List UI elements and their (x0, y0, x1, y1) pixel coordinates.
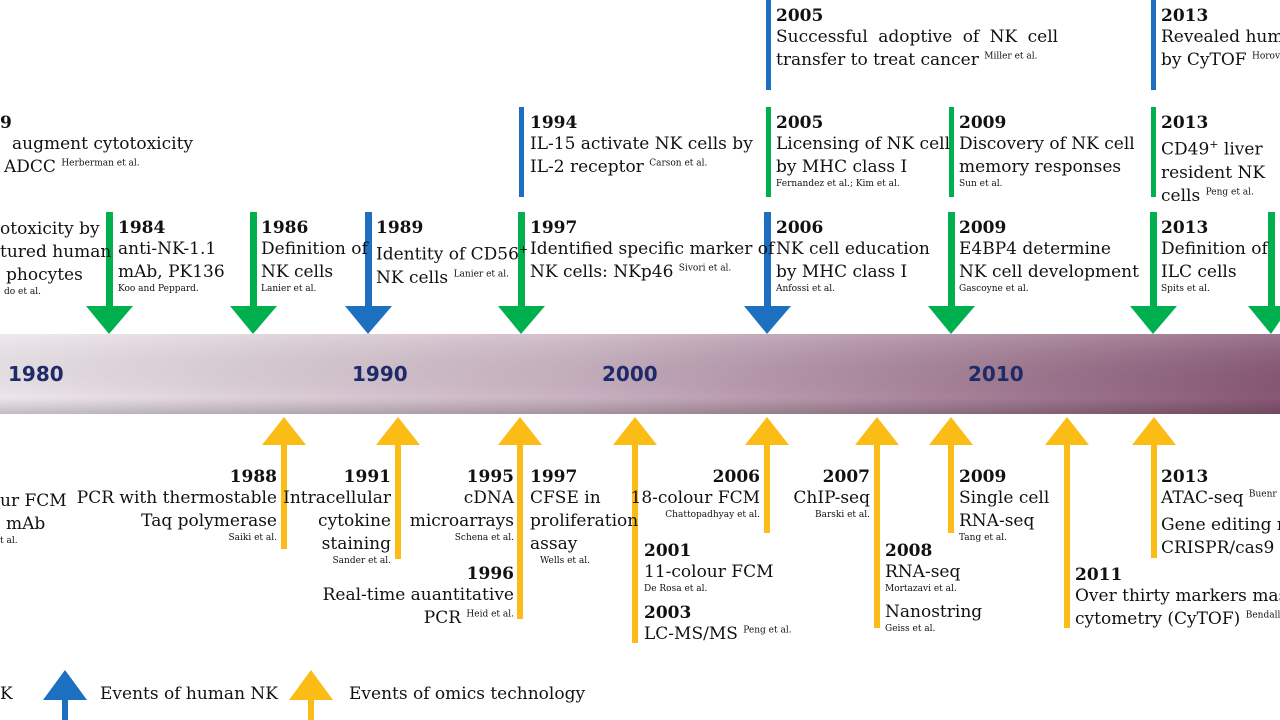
arrow-down-green-icon (1130, 212, 1177, 334)
event-1996-rtpcr: 1996 Real-time auantitative PCR Heid et … (322, 564, 514, 628)
event-cytotoxicity: otoxicity by tured human phocytes do et … (0, 219, 112, 297)
event-2009-e4bp4: 2009 E4BP4 determine NK cell development… (959, 218, 1139, 294)
event-2013-atac: 2013 ATAC-seq Buenr Gene editing m CRISP… (1161, 467, 1280, 558)
arrow-up-gold-icon (1132, 417, 1176, 558)
arrow-down-green-icon (498, 212, 545, 334)
event-2006-education: 2006 NK cell education by MHC class I An… (776, 218, 930, 294)
event-1997-cfse: 1997 CFSE in proliferation assay Wells e… (530, 467, 639, 566)
event-fcm-mab: ur FCM mAb t al. (0, 491, 67, 546)
arrow-up-gold-icon (745, 417, 789, 533)
decade-label-1980: 1980 (8, 362, 64, 386)
event-2005-licensing: 2005 Licensing of NK cell by MHC class I… (776, 113, 951, 189)
arrow-up-gold-icon (498, 417, 542, 619)
arrow-up-gold-icon (855, 417, 899, 628)
event-1986-definition: 1986 Definition of NK cells Lanier et al… (261, 218, 368, 294)
event-1997-nkp46: 1997 Identified specific marker of NK ce… (530, 218, 775, 282)
event-1991-intracellular: 1991 Intracellular cytokine staining San… (283, 467, 391, 566)
decade-label-1990: 1990 (352, 362, 408, 386)
decade-label-2000: 2000 (602, 362, 658, 386)
event-nanostring: Nanostring Geiss et al. (885, 602, 983, 634)
event-2008-rnaseq: 2008 RNA-seq Mortazavi et al. (885, 541, 961, 594)
legend-human-nk: Events of human NK (100, 684, 278, 704)
arrow-down-blue-icon (345, 212, 392, 334)
arrow-up-gold-icon (1045, 417, 1089, 628)
arrow-up-gold-icon (613, 417, 657, 643)
timeline-band-shade (0, 334, 1280, 414)
event-1984-anti-nk: 1984 anti-NK-1.1 mAb, PK136 Koo and Pepp… (118, 218, 225, 294)
event-2006-18colour: 2006 18-colour FCM Chattopadhyay et al. (630, 467, 761, 520)
legend-arrow-blue-icon (43, 670, 87, 720)
event-adcc: 9 augment cytotoxicity ADCC Herberman et… (0, 113, 194, 177)
legend-omics: Events of omics technology (349, 684, 586, 704)
arrow-up-gold-icon (262, 417, 306, 549)
event-bar-green (949, 107, 954, 197)
event-1988-pcr: 1988 PCR with thermostable Taq polymeras… (76, 467, 277, 543)
event-2007-chipseq: 2007 ChIP-seq Barski et al. (793, 467, 870, 520)
event-bar-green (766, 107, 771, 197)
decade-label-2010: 2010 (968, 362, 1024, 386)
event-bar-blue (519, 107, 524, 197)
event-2011-cytof: 2011 Over thirty markers mass cytometry … (1075, 565, 1280, 629)
event-1994-il15: 1994 IL-15 activate NK cells by IL-2 rec… (530, 113, 753, 177)
arrow-down-green-icon (230, 212, 277, 334)
event-2009-memory: 2009 Discovery of NK cell memory respons… (959, 113, 1135, 189)
arrow-up-gold-icon (929, 417, 973, 533)
event-2013-cd49-liver: 2013 CD49+ liver resident NK cells Peng … (1161, 113, 1266, 206)
legend-nk-fragment: K (0, 684, 13, 704)
event-1989-cd56: 1989 Identity of CD56+ NK cells Lanier e… (376, 218, 529, 288)
arrow-down-green-icon (1248, 212, 1280, 334)
legend-arrow-gold-icon (289, 670, 333, 720)
event-2001-11colour: 2001 11-colour FCM De Rosa et al. (644, 541, 774, 594)
event-2005-adoptive-transfer: 2005 Successful adoptive of NK cell tran… (776, 6, 1059, 70)
arrow-down-blue-icon (744, 212, 791, 334)
arrow-down-green-icon (86, 212, 133, 334)
event-bar-blue (766, 0, 771, 90)
event-1995-cdna: 1995 cDNA microarrays Schena et al. (409, 467, 514, 543)
event-bar-green (1151, 107, 1156, 197)
arrow-up-gold-icon (376, 417, 420, 559)
event-2013-ilc: 2013 Definition of ILC cells Spits et al… (1161, 218, 1268, 294)
arrow-down-green-icon (928, 212, 975, 334)
event-2009-single-cell: 2009 Single cell RNA-seq Tang et al. (959, 467, 1050, 543)
event-bar-blue (1151, 0, 1156, 90)
event-2003-lcms: 2003 LC-MS/MS Peng et al. (644, 603, 792, 644)
event-2013-cytof: 2013 Revealed huma by CyTOF Horov (1161, 6, 1280, 70)
